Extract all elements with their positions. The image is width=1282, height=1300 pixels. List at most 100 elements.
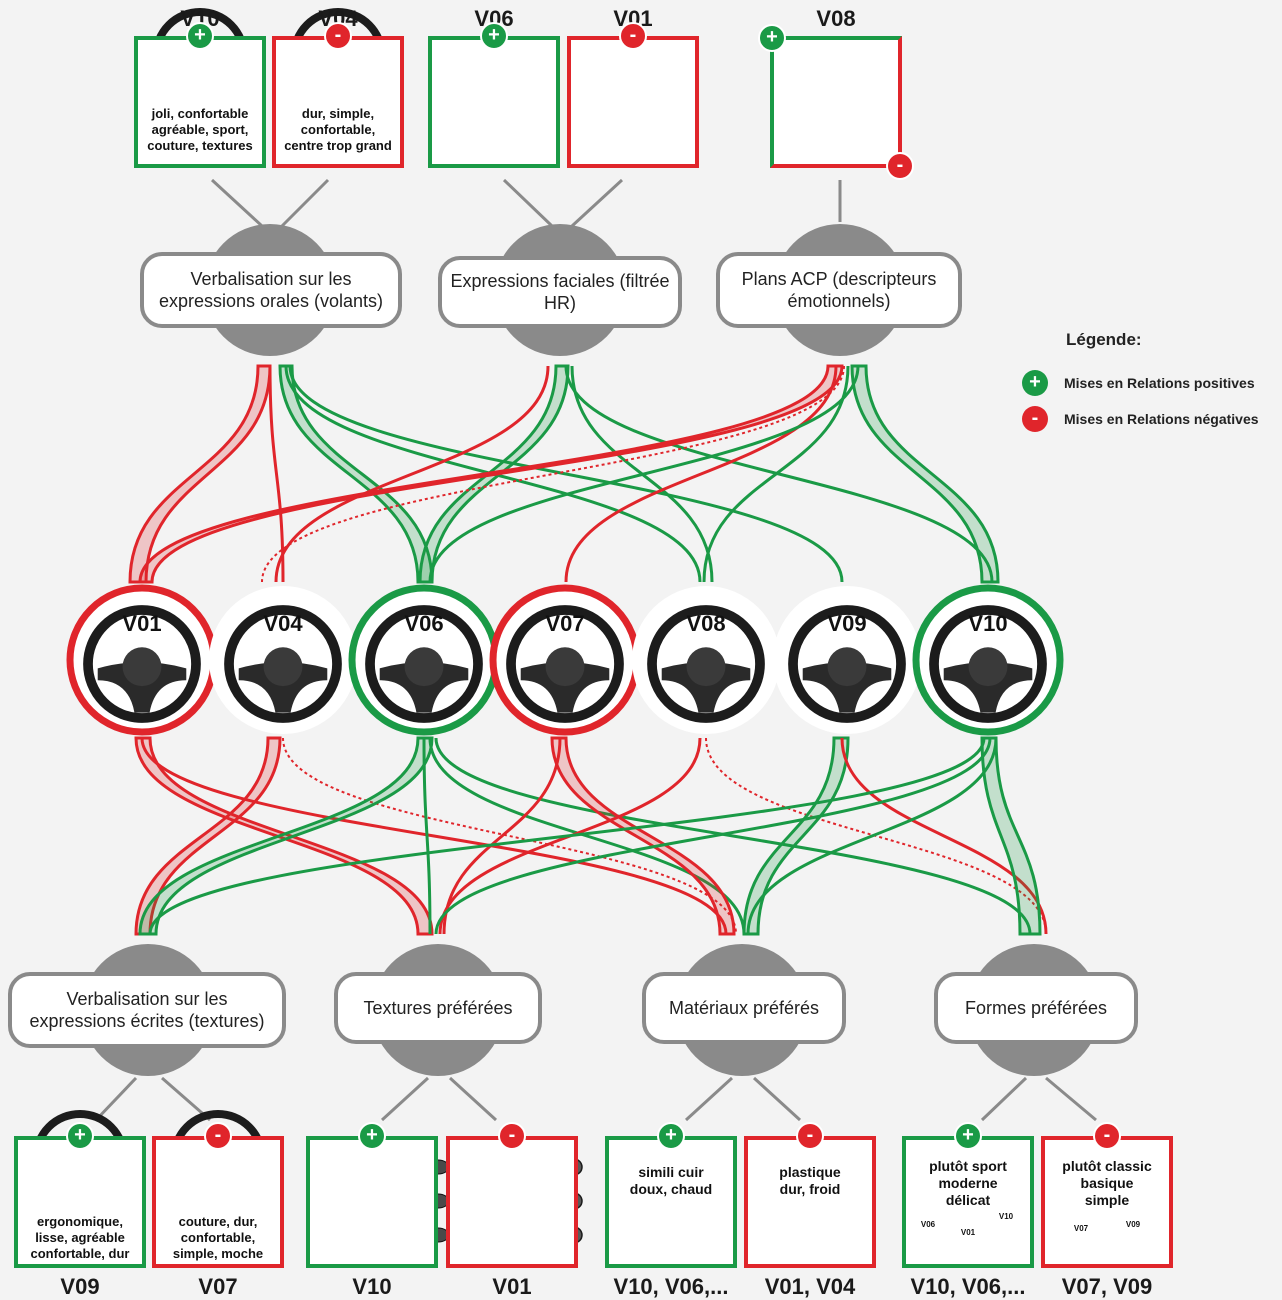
wheel-rim	[929, 605, 1047, 723]
bottom-card-label: V01, V04	[764, 1274, 856, 1299]
minus-badge-icon: -	[498, 1122, 526, 1150]
wheel-spokes	[238, 662, 328, 713]
card-caption-line: centre trop grand	[284, 138, 392, 153]
bottom-category-box: Verbalisation sur les expressions écrite…	[8, 972, 286, 1048]
top-category-box: Verbalisation sur les expressions orales…	[140, 252, 402, 328]
top-card-label: V08	[816, 6, 856, 31]
mini-wheel-label: V01	[960, 1228, 976, 1237]
wheel-rim	[365, 605, 483, 723]
link-acp-V08	[702, 365, 850, 583]
bottom-card-label: V07	[198, 1274, 238, 1299]
hub-connector	[280, 178, 330, 228]
hub-connector	[1045, 1076, 1097, 1122]
link-V09-materiaux	[742, 736, 850, 936]
wheel-hub	[686, 647, 726, 687]
hub-connector	[380, 1076, 430, 1122]
link-oral-V09	[288, 365, 844, 583]
wheel-label: V08	[686, 611, 726, 636]
wheel-v10[interactable]	[912, 584, 1064, 736]
wheel-hub	[968, 647, 1008, 687]
bottom-card-label: V01	[492, 1274, 532, 1299]
minus-badge-icon: -	[619, 22, 647, 50]
wheel-ring-pos	[912, 584, 1064, 736]
bottom-card-5	[744, 1136, 876, 1268]
wheel-label: V10	[968, 611, 1008, 636]
wheel-label: V06	[404, 611, 444, 636]
card-caption-line: couture, dur,	[178, 1214, 258, 1229]
plus-badge-icon: +	[657, 1122, 685, 1150]
link-acp-V07	[564, 365, 838, 583]
bottom-category-box: Formes préférées	[934, 972, 1138, 1044]
hub-connector	[210, 178, 264, 228]
plus-badge-icon: +	[358, 1122, 386, 1150]
card-caption-line: plutôt sport	[929, 1158, 1007, 1174]
wheel-label: V09	[827, 611, 867, 636]
link-oral-V04	[268, 365, 285, 583]
wheel-spokes	[661, 662, 751, 713]
link-V04-materiaux	[282, 737, 737, 935]
link-V09-formes	[840, 737, 1048, 935]
wheel-hub	[122, 647, 162, 687]
wheel-v01[interactable]	[66, 584, 218, 736]
card-caption-line: plastique	[779, 1164, 841, 1180]
bottom-card-label: V10	[352, 1274, 392, 1299]
link-acp-V01	[138, 364, 844, 584]
minus-badge-icon: -	[796, 1122, 824, 1150]
wheel-v07[interactable]	[489, 584, 641, 736]
link-V01-textures	[134, 736, 434, 936]
mini-wheel-label: V07	[1073, 1224, 1089, 1233]
minus-badge-icon: -	[324, 22, 352, 50]
bottom-card-2	[306, 1136, 438, 1268]
wheel-v04[interactable]	[209, 586, 357, 734]
bottom-card-label: V07, V09	[1061, 1274, 1153, 1299]
link-V07-materiaux	[550, 736, 736, 936]
wheel-v09[interactable]	[773, 586, 921, 734]
card-caption-line: couture, textures	[147, 138, 253, 153]
minus-badge-icon: -	[204, 1122, 232, 1150]
wheel-hub	[263, 647, 303, 687]
wheel-spokes	[520, 662, 610, 713]
wheel-label: V07	[545, 611, 585, 636]
wheel-spokes	[802, 662, 892, 713]
card-caption-line: simili cuir	[638, 1164, 704, 1180]
link-V06-textures	[422, 737, 432, 935]
link-face-V10	[564, 365, 994, 583]
link-oral-V01	[128, 364, 272, 584]
card-caption-line: simple, moche	[172, 1246, 264, 1261]
link-V07-textures	[442, 737, 562, 935]
wheel-rim	[788, 605, 906, 723]
bottom-card-4	[605, 1136, 737, 1268]
link-V10-materiaux	[746, 737, 998, 935]
card-caption-line: confortable,	[180, 1230, 256, 1245]
link-acp-V06	[428, 365, 860, 583]
plus-badge-icon: +	[186, 22, 214, 50]
card-caption-line: délicat	[945, 1192, 991, 1208]
card-caption-line: plutôt classic	[1062, 1158, 1152, 1174]
bottom-card-6	[902, 1136, 1034, 1268]
top-card-2	[428, 36, 560, 168]
card-caption-line: doux, chaud	[629, 1181, 713, 1197]
plus-badge-icon: +	[1022, 370, 1048, 396]
top-card-4	[770, 36, 902, 168]
legend-title: Légende:	[1066, 330, 1142, 349]
mini-wheel-label: V06	[920, 1220, 936, 1229]
link-acp-V10	[850, 364, 1000, 584]
minus-badge-icon: -	[1093, 1122, 1121, 1150]
minus-badge-icon: -	[1022, 406, 1048, 432]
wheel-v08[interactable]	[632, 586, 780, 734]
top-category-box: Plans ACP (descripteurs émotionnels)	[716, 252, 962, 328]
link-V06-materiaux	[428, 737, 746, 935]
card-caption-line: ergonomique,	[37, 1214, 123, 1229]
legend-positive-label: Mises en Relations positives	[1064, 375, 1255, 391]
wheel-rim	[647, 605, 765, 723]
hub-connector	[570, 178, 624, 228]
wheel-v06[interactable]	[348, 584, 500, 736]
plus-badge-icon: +	[480, 22, 508, 50]
hub-connector	[684, 1076, 734, 1122]
card-caption-line: confortable, dur	[30, 1246, 130, 1261]
top-card-3	[567, 36, 699, 168]
minus-badge-icon: -	[886, 152, 914, 180]
bottom-card-label: V10, V06,...	[910, 1274, 1026, 1299]
wheel-rim	[83, 605, 201, 723]
